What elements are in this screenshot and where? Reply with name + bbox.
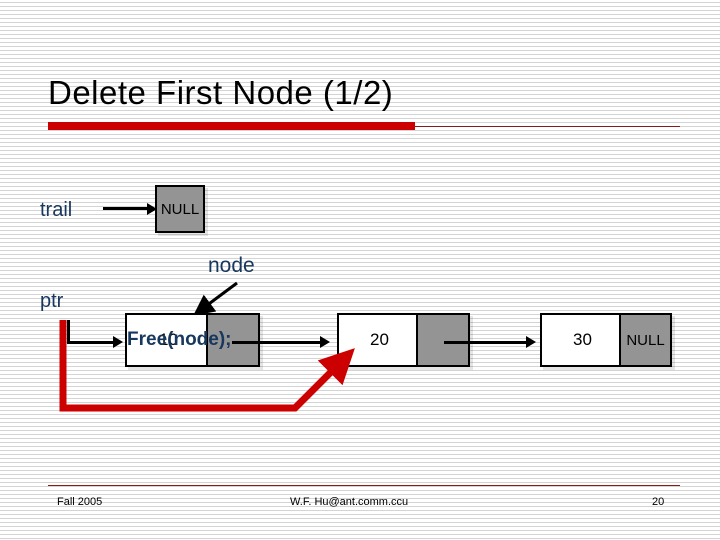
footer-author: W.F. Hu@ant.comm.ccu <box>290 496 409 508</box>
ptr-arrow-shaft <box>67 341 115 344</box>
pointer-label-node: node <box>208 254 255 277</box>
code-overlay-free-call: Free(node); <box>127 329 232 350</box>
footer-page-number: 20 <box>652 496 665 508</box>
pointer-label-trail: trail <box>40 199 73 221</box>
list-node-3: 30 NULL <box>540 313 672 367</box>
list-node-2-next <box>416 315 468 365</box>
footer-rule <box>48 485 680 486</box>
ptr-arrow-head <box>113 336 123 348</box>
node-pointer-arrow <box>193 281 238 316</box>
page-title: Delete First Node (1/2) <box>48 74 394 111</box>
trail-arrow-shaft <box>103 207 147 210</box>
node1-to-node2-arrow-head <box>320 336 330 348</box>
node2-to-node3-arrow-shaft <box>444 341 528 344</box>
list-node-3-data: 30 <box>573 330 592 349</box>
trail-null-box: NULL <box>155 185 205 233</box>
list-node-2: 20 <box>337 313 470 367</box>
node1-to-node2-arrow-shaft <box>232 341 322 344</box>
pointer-label-ptr: ptr <box>40 290 64 312</box>
list-node-3-next: NULL <box>619 315 670 365</box>
footer-term: Fall 2005 <box>57 496 103 508</box>
node2-to-node3-arrow-head <box>526 336 536 348</box>
list-node-2-data: 20 <box>370 330 389 349</box>
title-rule-thick <box>48 122 415 130</box>
trail-arrow-head <box>147 203 157 215</box>
